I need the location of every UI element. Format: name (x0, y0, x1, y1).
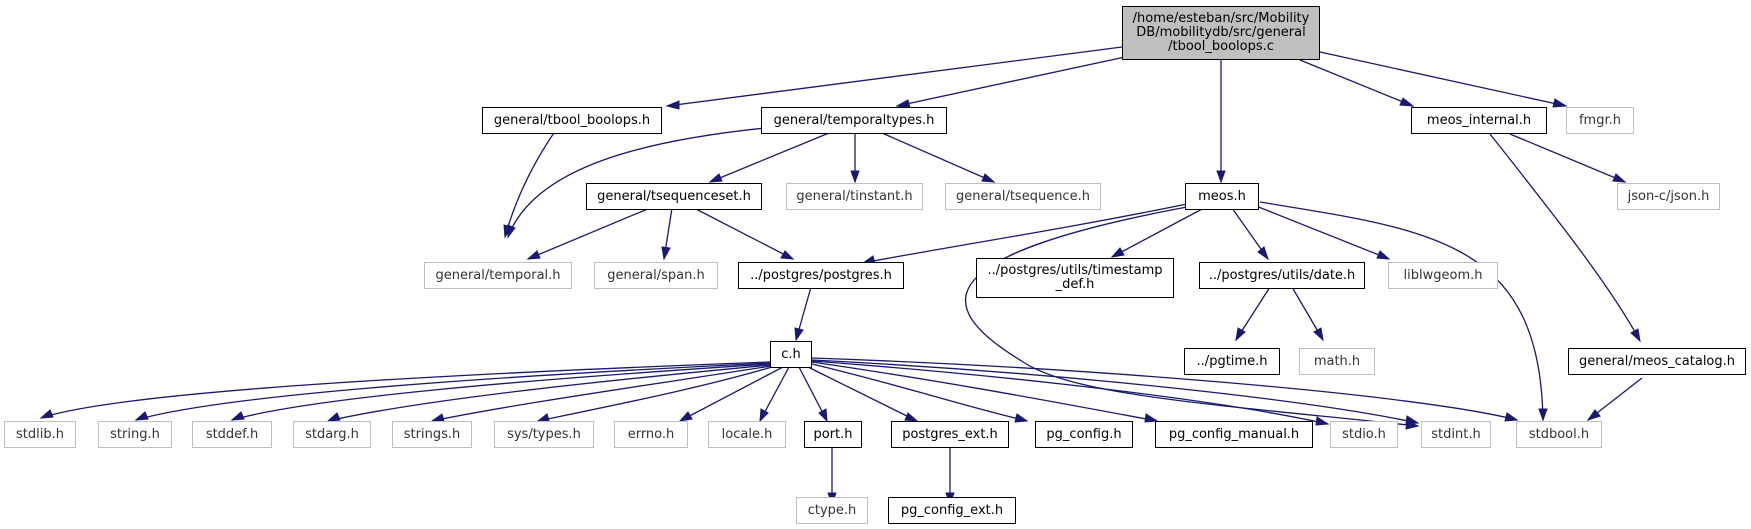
node-postgres-h[interactable]: ../postgres/postgres.h (738, 262, 904, 289)
node-span-h: general/span.h (594, 262, 718, 289)
edge-meos_internal-meos_catalog (1489, 133, 1641, 342)
node-tbool_boolops-h[interactable]: general/tbool_boolops.h (482, 107, 662, 134)
node-pg_config_ext-h[interactable]: pg_config_ext.h (888, 497, 1016, 524)
node-pg_config-h[interactable]: pg_config.h (1035, 421, 1133, 448)
timestamp-def-line-2: _def.h (1055, 277, 1095, 292)
node-meos-h[interactable]: meos.h (1185, 183, 1259, 210)
node-pg_config_manual-h[interactable]: pg_config_manual.h (1155, 421, 1313, 448)
edge-c-systypes (537, 366, 773, 422)
edge-tsequenceset-temporal (527, 207, 651, 260)
edge-c-stdio (811, 360, 1329, 425)
node-stdbool-h: stdbool.h (1516, 421, 1602, 448)
edge-c-stddef (231, 363, 771, 421)
edge-meos-postgres (862, 203, 1188, 264)
node-stdarg-h: stdarg.h (293, 421, 371, 448)
root-line-1: /home/esteban/src/Mobility (1132, 11, 1310, 26)
edge-meos-liblwgeom (1255, 205, 1390, 260)
edge-c-string (135, 362, 771, 421)
edge-c-pg_config_manual (811, 361, 1158, 422)
node-ctype-h: ctype.h (796, 497, 868, 524)
edge-temporaltypes-tsequenceset (709, 132, 830, 183)
node-meos_catalog-h[interactable]: general/meos_catalog.h (1568, 348, 1746, 375)
node-tsequence-h: general/tsequence.h (945, 183, 1101, 210)
edge-c-stdint (811, 359, 1419, 424)
node-strings-h: strings.h (392, 421, 472, 448)
node-string-h: string.h (98, 421, 172, 448)
timestamp-def-line-1: ../postgres/utils/timestamp (987, 263, 1163, 278)
edge-root-tbool_boolops (666, 46, 1123, 107)
node-locale-h: locale.h (708, 421, 786, 448)
edge-root-temporaltypes (896, 56, 1126, 107)
edge-meos_internal-json (1509, 133, 1626, 183)
edge-meos-timestamp (1111, 207, 1205, 258)
node-meos_internal-h[interactable]: meos_internal.h (1411, 107, 1547, 134)
node-postgres_ext-h[interactable]: postgres_ext.h (891, 421, 1009, 448)
node-fmgr-h: fmgr.h (1566, 107, 1634, 134)
edge-tbool_boolops-temporal (504, 119, 564, 238)
edge-c-strings (431, 365, 772, 422)
node-root-tbool_boolops-c: /home/esteban/src/Mobility DB/mobilitydb… (1122, 6, 1320, 60)
node-timestamp_def-h[interactable]: ../postgres/utils/timestamp _def.h (976, 258, 1174, 298)
node-port-h[interactable]: port.h (804, 421, 862, 448)
edge-root-fmgr (1319, 51, 1567, 107)
edge-temporaltypes-tsequence (881, 132, 995, 183)
edge-meos-stdbool (1259, 201, 1544, 421)
edge-root-meos_internal (1299, 59, 1414, 107)
edge-tsequenceset-postgres (693, 207, 794, 260)
root-line-3: /tbool_boolops.c (1168, 39, 1274, 54)
node-stdlib-h: stdlib.h (4, 421, 76, 448)
node-temporal-h: general/temporal.h (424, 262, 572, 289)
edge-c-stdarg (327, 364, 771, 422)
node-stdio-h: stdio.h (1330, 421, 1398, 448)
node-tinstant-h: general/tinstant.h (786, 183, 923, 210)
node-systypes-h: sys/types.h (494, 421, 594, 448)
edge-c-stdlib (40, 361, 771, 419)
node-json-h: json-c/json.h (1617, 183, 1720, 210)
node-math-h: math.h (1299, 348, 1375, 375)
node-stddef-h: stddef.h (192, 421, 272, 448)
root-line-2: DB/mobilitydb/src/general (1136, 25, 1306, 40)
node-liblwgeom-h: liblwgeom.h (1388, 262, 1498, 289)
node-pgtime-h[interactable]: ../pgtime.h (1184, 348, 1280, 375)
node-c-h[interactable]: c.h (770, 341, 812, 368)
edge-c-errno (679, 366, 784, 422)
node-errno-h: errno.h (614, 421, 688, 448)
edge-c-pg_config (811, 363, 1028, 422)
edge-meos-stdint (964, 206, 1419, 427)
node-tsequenceset-h[interactable]: general/tsequenceset.h (586, 183, 762, 210)
node-stdint-h: stdint.h (1421, 421, 1491, 448)
edge-temporaltypes-temporal (507, 127, 766, 238)
edge-c-stdbool (811, 357, 1518, 421)
node-date-h[interactable]: ../postgres/utils/date.h (1199, 262, 1365, 289)
edge-c-postgres_ext (807, 366, 918, 422)
node-temporaltypes-h[interactable]: general/temporaltypes.h (761, 107, 947, 134)
